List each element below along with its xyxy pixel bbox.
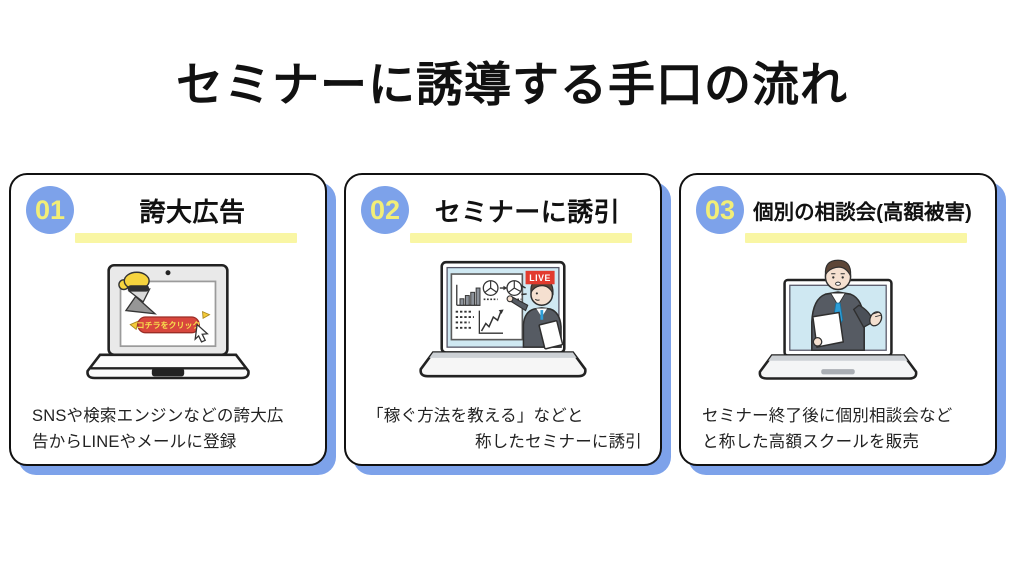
step-title: 個別の相談会(高額被害) bbox=[753, 201, 972, 224]
step-number-badge: 01 bbox=[26, 186, 74, 234]
step-1-header: 01 誇大広告 bbox=[26, 186, 311, 234]
description-line: 告からLINEやメールに登録 bbox=[32, 433, 237, 452]
step-card-2: 02 セミナーに誘引 bbox=[344, 173, 662, 466]
title-underline bbox=[745, 233, 967, 243]
sunglasses bbox=[127, 284, 150, 292]
step-card-3: 03 個別の相談会(高額被害) bbox=[679, 173, 997, 466]
step-title: セミナーに誘引 bbox=[434, 196, 621, 227]
webcam-dot bbox=[165, 269, 171, 275]
presenter-character bbox=[506, 278, 564, 350]
sparkle-triangle-right bbox=[202, 310, 211, 319]
laptop-live-seminar-illustration: LIVE bbox=[419, 260, 587, 377]
step-3-header: 03 個別の相談会(高額被害) bbox=[696, 186, 981, 234]
live-badge: LIVE bbox=[525, 270, 555, 284]
open-mouth bbox=[835, 281, 841, 286]
description-line: 称したセミナーに誘引 bbox=[475, 433, 642, 452]
laptop-online-consultant-illustration bbox=[758, 259, 918, 380]
step-2-header: 02 セミナーに誘引 bbox=[361, 186, 646, 234]
bar-chart-doodle bbox=[456, 284, 481, 306]
live-badge-label: LIVE bbox=[529, 273, 551, 283]
step-title: 誇大広告 bbox=[139, 196, 246, 227]
laptop-base bbox=[86, 352, 250, 379]
click-here-button: コチラをクリック bbox=[129, 310, 211, 343]
step-3-illustration bbox=[681, 247, 995, 399]
page-title: セミナーに誘導する手口の流れ bbox=[176, 58, 848, 111]
title-underline bbox=[410, 233, 632, 243]
step-number-badge: 03 bbox=[696, 186, 744, 234]
description-line: と称した高額スクールを販売 bbox=[702, 433, 920, 452]
laptop-base bbox=[758, 354, 918, 380]
step-number-badge: 02 bbox=[361, 186, 409, 234]
line-chart-doodle bbox=[478, 309, 504, 334]
cursor-icon bbox=[194, 322, 209, 343]
description-line: SNSや検索エンジンなどの誇大広 bbox=[32, 407, 284, 425]
consultant-character bbox=[811, 259, 883, 352]
gesturing-arm bbox=[852, 304, 874, 329]
description-line: セミナー終了後に個別相談会など bbox=[702, 407, 953, 425]
click-here-label: コチラをクリック bbox=[137, 319, 201, 329]
step-1-illustration: コチラをクリック bbox=[11, 247, 325, 399]
title-underline bbox=[75, 233, 297, 243]
laptop-base bbox=[419, 350, 587, 377]
step-description: 「稼ぐ方法を教える」などと 称したセミナーに誘引 bbox=[367, 403, 644, 456]
step-description: セミナー終了後に個別相談会など と称した高額スクールを販売 bbox=[702, 403, 979, 456]
pie-charts-doodle bbox=[482, 279, 523, 300]
pointing-hand bbox=[506, 294, 514, 302]
step-2-illustration: LIVE bbox=[346, 247, 660, 399]
steps-row: 01 誇大広告 bbox=[9, 173, 1015, 466]
scammer-character bbox=[118, 271, 158, 315]
description-line: 「稼ぐ方法を教える」などと bbox=[367, 407, 584, 425]
step-description: SNSや検索エンジンなどの誇大広 告からLINEやメールに登録 bbox=[32, 403, 309, 456]
whiteboard bbox=[450, 272, 524, 340]
holding-hand bbox=[812, 337, 823, 347]
step-card-1: 01 誇大広告 bbox=[9, 173, 327, 466]
document-folder bbox=[538, 319, 564, 350]
necktie bbox=[540, 309, 544, 320]
laptop-exaggerated-ad-illustration: コチラをクリック bbox=[86, 263, 250, 379]
bullet-list-doodle bbox=[455, 310, 474, 329]
